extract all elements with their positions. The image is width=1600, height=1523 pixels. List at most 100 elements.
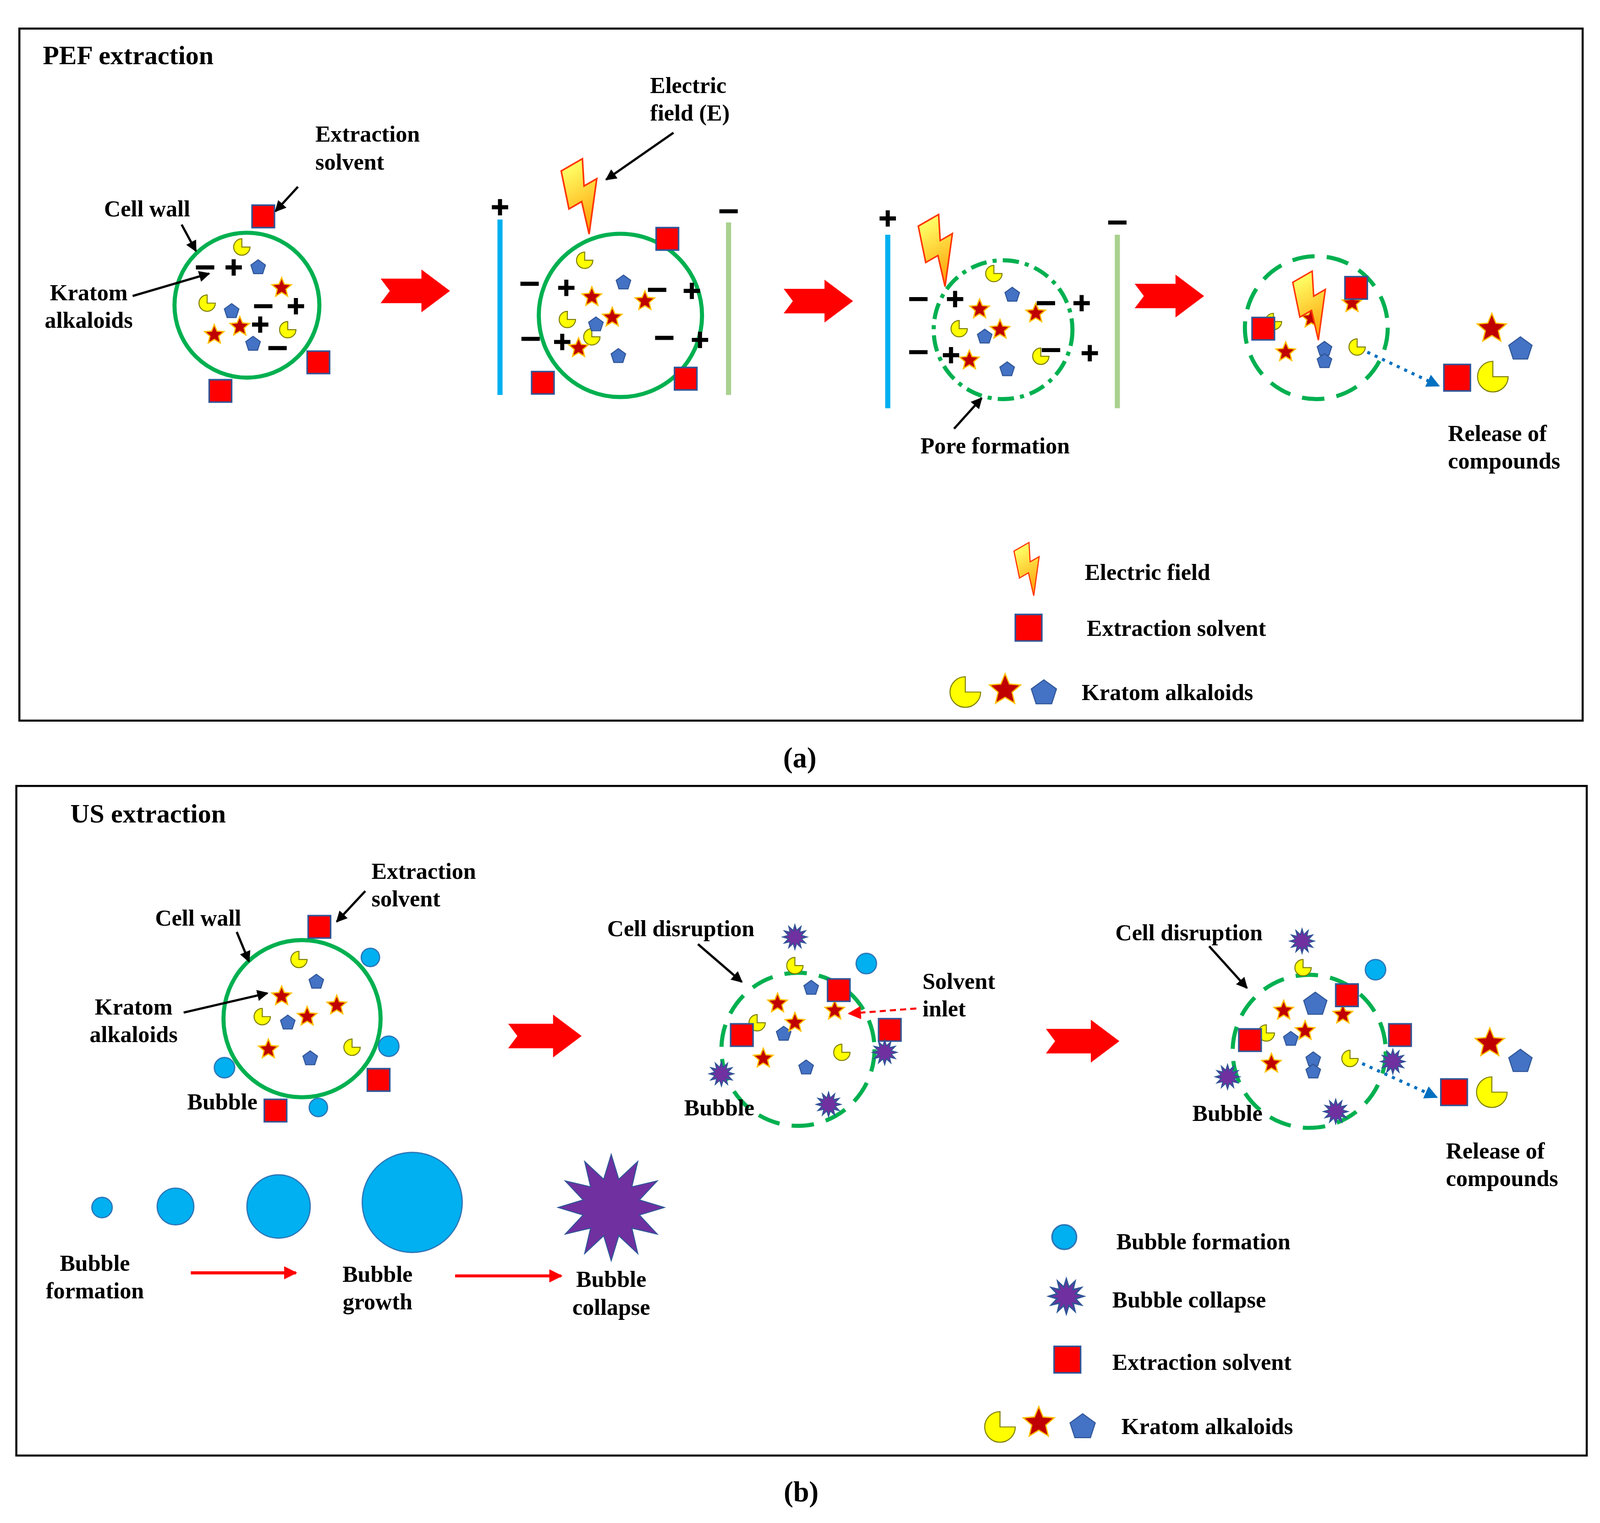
collapsed-bubble [1215, 1064, 1240, 1089]
collapsed-bubble [1380, 1049, 1405, 1074]
alkaloid-pacman [1476, 1076, 1508, 1108]
plus-charge [225, 259, 242, 276]
leader-arrow [183, 992, 268, 1012]
solvent-square [1344, 276, 1368, 299]
alkaloid-star [1026, 302, 1046, 322]
legend-swatch [1054, 1346, 1081, 1373]
growth-arrow [190, 1270, 296, 1275]
collapsed-bubble [558, 1154, 665, 1261]
alkaloid-pentagon [610, 348, 626, 363]
alkaloid-star [969, 298, 990, 318]
process-label: Bubble collapse [562, 1265, 660, 1321]
callout-label: Cell wall [154, 903, 242, 931]
legend-swatch [1049, 1278, 1084, 1314]
leader-arrow [275, 186, 298, 211]
plus-charge [1081, 345, 1099, 362]
plus-charge [287, 297, 305, 315]
process-arrow [1134, 274, 1205, 318]
cell-wall [538, 233, 703, 397]
alkaloid-pacman [279, 321, 297, 338]
collapsed-bubble [782, 924, 808, 949]
alkaloid-pacman [1348, 338, 1366, 356]
panel-box: US extraction [15, 784, 1588, 1457]
caption-label: (a) [783, 740, 817, 776]
minus-charge [1041, 347, 1061, 352]
alkaloid-star [297, 1006, 317, 1025]
alkaloid-pentagon [224, 303, 240, 318]
legend-swatch [1051, 1224, 1077, 1249]
bubble [309, 1098, 328, 1117]
alkaloid-pentagon [803, 979, 819, 994]
alkaloid-pentagon [977, 329, 993, 343]
solvent-square [674, 367, 698, 391]
caption-label: (b) [783, 1474, 819, 1509]
bubble [378, 1035, 400, 1057]
alkaloid-star [1261, 1053, 1282, 1072]
solvent-square [208, 379, 232, 402]
collapsed-bubble [816, 1091, 841, 1117]
alkaloid-pacman [950, 676, 981, 708]
alkaloid-pacman [253, 1008, 271, 1025]
alkaloid-star [824, 1000, 845, 1019]
process-arrow [508, 1014, 582, 1058]
electrode [497, 219, 503, 396]
alkaloid-pentagon [588, 316, 604, 331]
callout-label: Bubble [187, 1087, 258, 1115]
alkaloid-pacman [198, 294, 216, 312]
lightning-bolt [1006, 541, 1055, 598]
solvent-square [730, 1023, 754, 1046]
leader-arrow [236, 931, 250, 962]
alkaloid-pentagon [302, 1050, 318, 1065]
plus-charge [1073, 294, 1090, 312]
alkaloid-star [230, 316, 250, 335]
plus-charge [879, 210, 897, 227]
lightning-bolt [1282, 269, 1346, 343]
alkaloid-pacman [1477, 361, 1509, 392]
callout-label: Release of compounds [1447, 419, 1576, 475]
bubble [1365, 959, 1386, 980]
collapsed-bubble [709, 1061, 734, 1086]
solvent-square [878, 1018, 902, 1041]
alkaloid-star [327, 995, 347, 1014]
solvent-square [1443, 364, 1471, 391]
solvent-square [531, 371, 555, 394]
solvent-square [827, 978, 851, 1001]
growth-arrow [455, 1274, 562, 1278]
alkaloid-pentagon [615, 274, 631, 289]
alkaloid-pentagon [798, 1059, 814, 1074]
alkaloid-pentagon [1508, 1049, 1533, 1072]
electrode [725, 222, 732, 395]
minus-charge [654, 335, 674, 340]
plus-charge [942, 346, 960, 364]
legend-text: Bubble collapse [1112, 1285, 1266, 1313]
alkaloid-star [1023, 1406, 1055, 1436]
callout-label: Electric field (E) [649, 71, 753, 127]
alkaloid-pacman [576, 252, 594, 269]
collapsed-bubble [872, 1039, 897, 1065]
alkaloid-pacman [1341, 1050, 1359, 1067]
legend-swatch [1015, 614, 1042, 641]
alkaloid-pentagon [1031, 679, 1057, 704]
alkaloid-pacman [984, 1411, 1016, 1442]
plus-charge [946, 291, 964, 308]
bubble [856, 952, 877, 974]
callout-label: Cell wall [104, 194, 191, 222]
plus-charge [691, 331, 709, 349]
callout-label: Cell disruption [607, 913, 755, 942]
electrode [885, 234, 891, 408]
alkaloid-pacman [985, 265, 1003, 282]
solvent-square [1440, 1078, 1468, 1106]
plus-charge [252, 316, 269, 333]
alkaloid-pacman [951, 320, 968, 337]
alkaloid-pentagon [1303, 991, 1327, 1014]
process-label: Bubble formation [38, 1248, 152, 1304]
alkaloid-pentagon [1283, 1031, 1299, 1045]
process-label: Bubble growth [331, 1260, 424, 1316]
minus-charge [520, 281, 539, 286]
alkaloid-pentagon [245, 336, 261, 351]
alkaloid-pentagon [1000, 361, 1015, 376]
collapsed-bubble [1289, 928, 1315, 953]
solvent-square [367, 1068, 391, 1091]
alkaloid-star [959, 350, 979, 369]
